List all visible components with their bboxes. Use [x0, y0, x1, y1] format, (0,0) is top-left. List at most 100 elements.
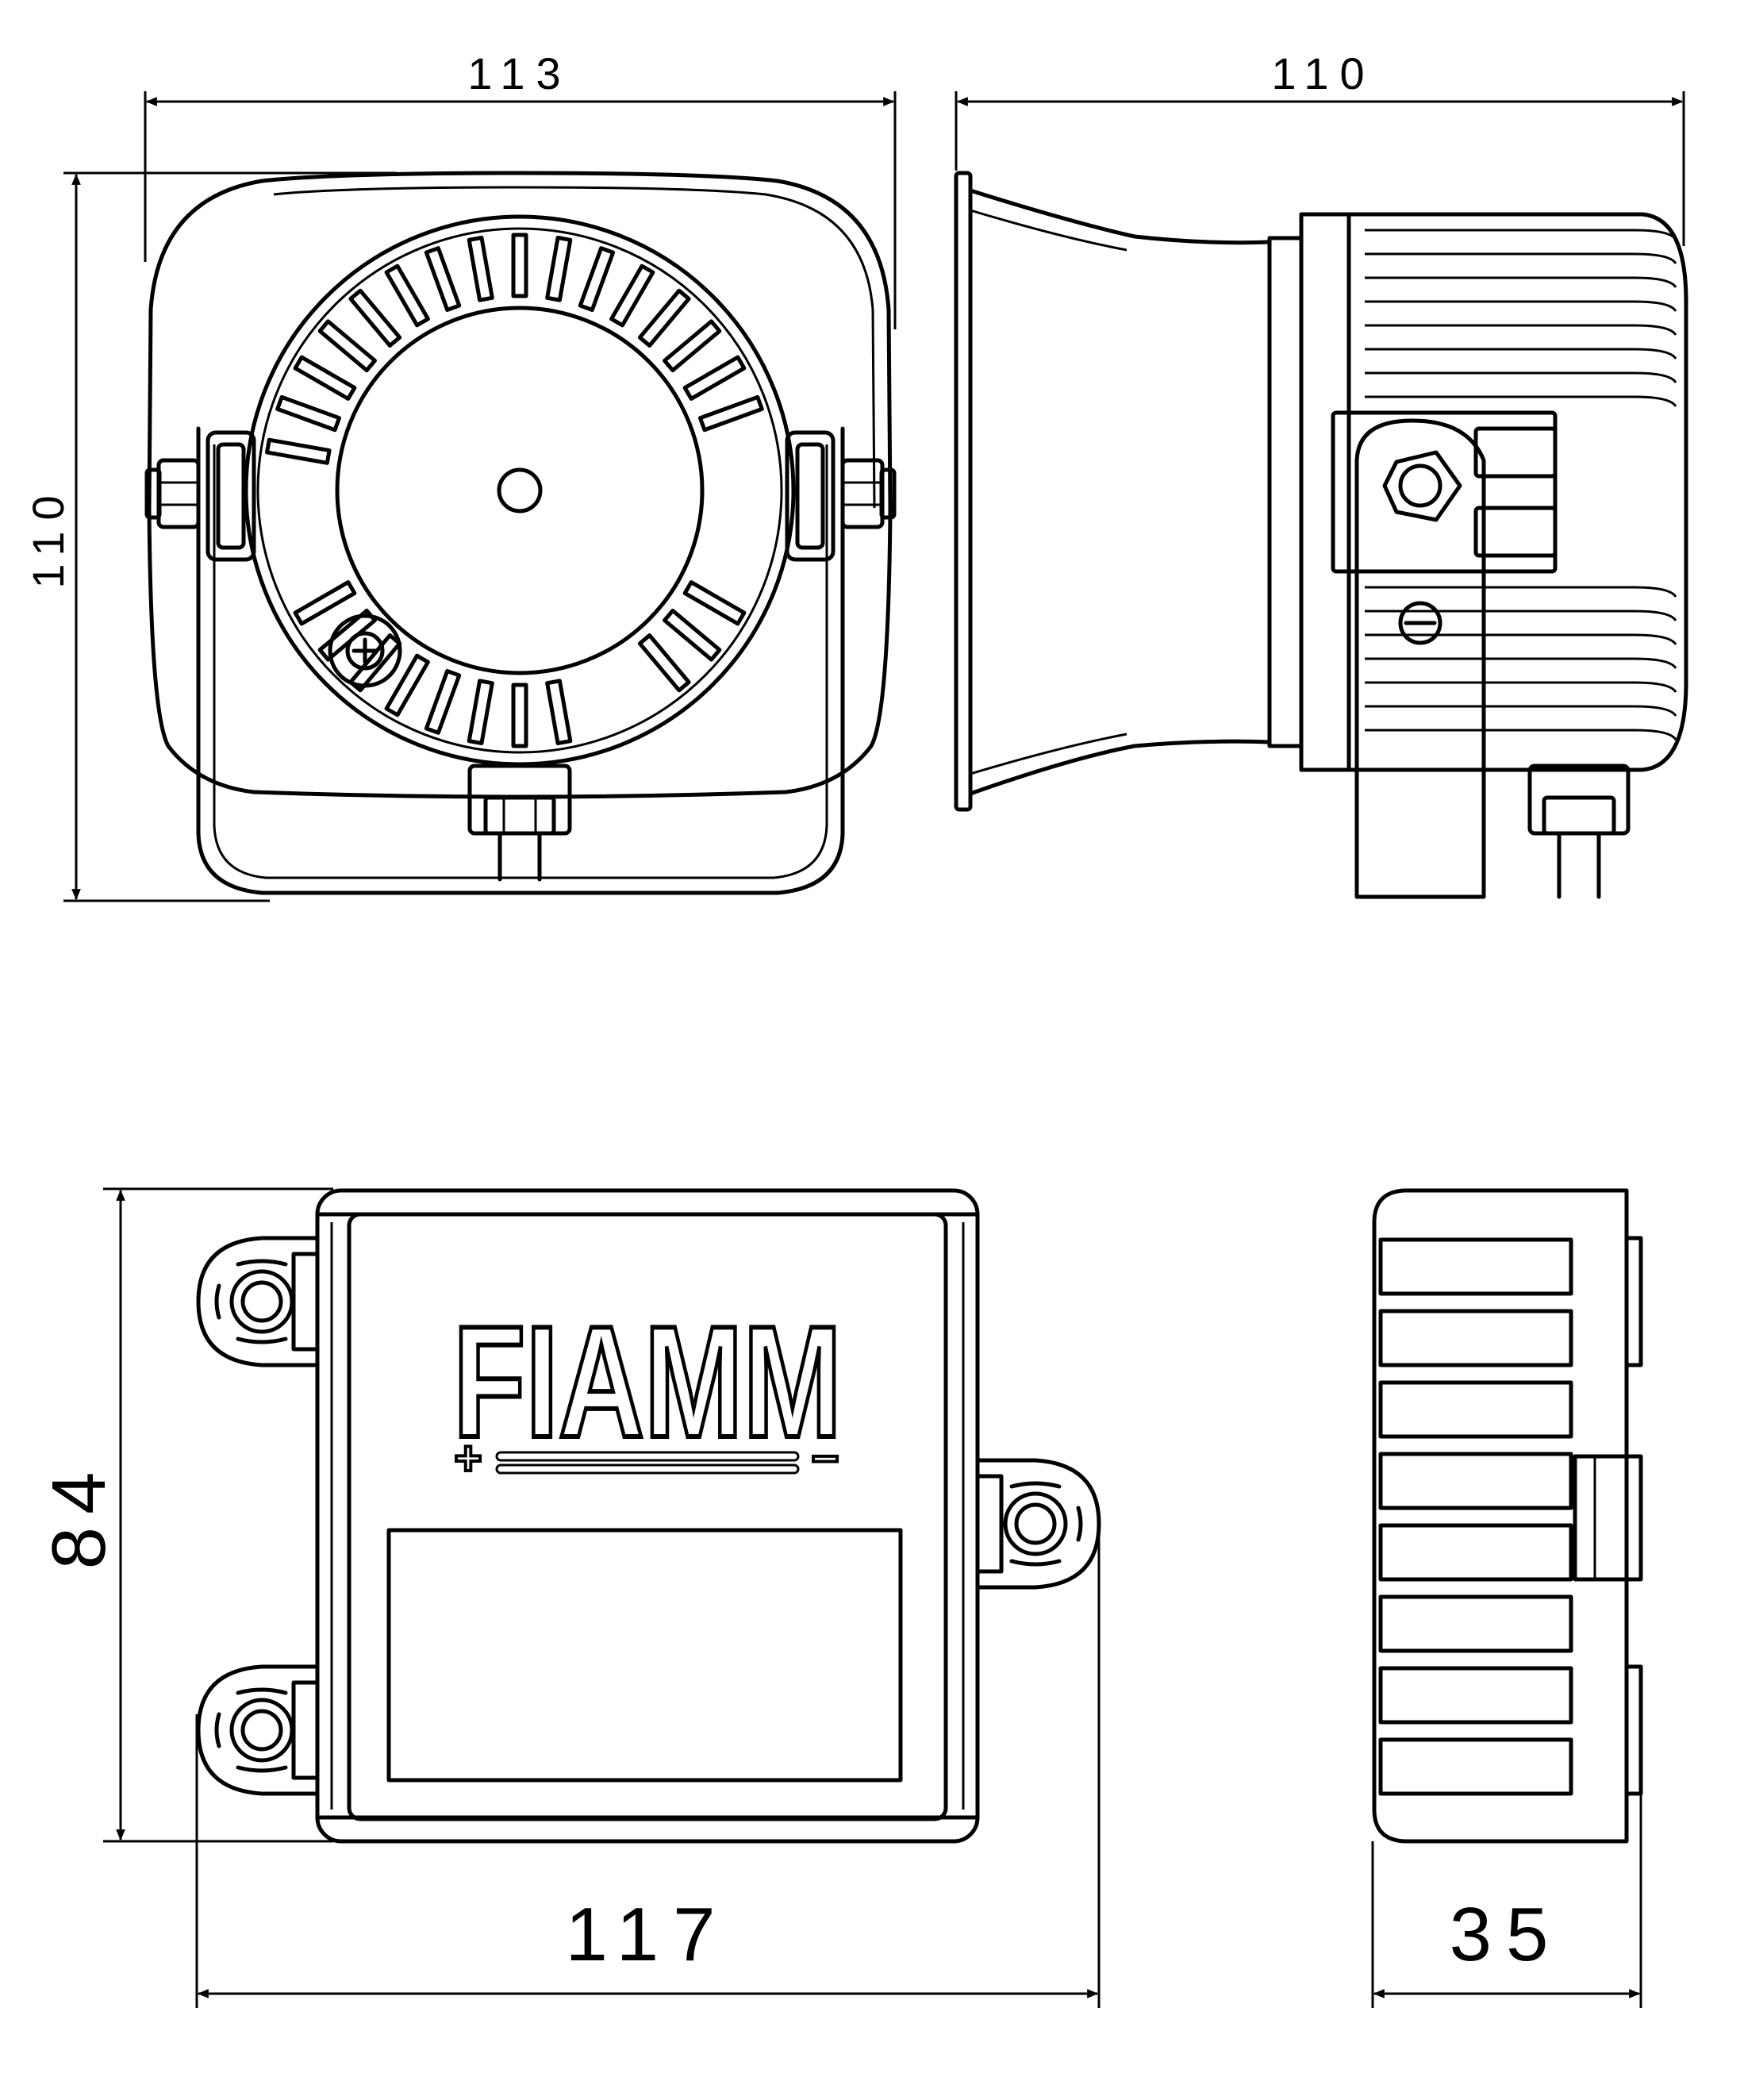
side-screw: [1398, 601, 1442, 645]
side-fin: [1365, 276, 1677, 288]
dimension-height-84: 84: [36, 1187, 333, 1843]
terminal-nut-bottom: [467, 763, 572, 882]
vent-slot: [1378, 1594, 1573, 1653]
vent-slot: [1378, 1452, 1573, 1510]
side-fin: [1365, 300, 1677, 312]
fin: [293, 355, 357, 401]
side-fin: [1365, 610, 1677, 621]
driver-inner-circle: [335, 306, 705, 675]
mounting-ear-top-left: [196, 1236, 320, 1367]
nut-left: [144, 458, 201, 529]
side-fin: [1365, 324, 1677, 336]
unit-front-view: 84 117: [36, 1187, 1101, 2008]
fin: [275, 394, 342, 433]
fin: [317, 319, 377, 373]
fin: [265, 437, 332, 465]
fin: [682, 355, 747, 401]
dimension-label-35: 35: [1450, 1892, 1563, 1977]
housing-outline: [147, 171, 893, 799]
fin: [317, 608, 377, 662]
screw-head: [328, 613, 402, 688]
side-fin: [1365, 371, 1677, 383]
polarity-bar: + −: [452, 1430, 840, 1487]
dimension-depth-35: 35: [1371, 1794, 1642, 2008]
fin: [637, 288, 691, 348]
side-terminal-nut: [1527, 763, 1631, 899]
fin: [637, 633, 691, 693]
fin: [682, 580, 747, 626]
mounting-ear-right: [975, 1458, 1101, 1590]
unit-body: [315, 1188, 980, 1844]
body-casing: [1346, 212, 1688, 772]
vent-slot: [1378, 1666, 1573, 1725]
fin: [697, 394, 764, 433]
fin: [578, 246, 616, 313]
horn-collar: [1267, 236, 1304, 748]
fin: [384, 263, 430, 328]
horn-flare: [968, 188, 1272, 796]
side-fin: [1365, 586, 1677, 598]
side-fin: [1365, 395, 1677, 407]
horn-flange: [954, 171, 973, 812]
fin: [293, 580, 357, 626]
bracket-ear-left: [206, 430, 256, 562]
unit-side-view: 35: [1371, 1188, 1643, 2008]
side-fin: [1365, 729, 1677, 740]
fin: [424, 246, 462, 313]
dimension-width-113: 113: [144, 48, 897, 329]
nut-right: [840, 458, 897, 529]
fin: [545, 236, 573, 302]
side-fin: [1365, 348, 1677, 360]
side-nut: [1382, 450, 1462, 522]
side-fin: [1365, 657, 1677, 669]
vent-slot: [1378, 1309, 1573, 1367]
dimension-label-84: 84: [36, 1460, 121, 1570]
fin: [663, 608, 722, 662]
terminal-block: [1331, 410, 1558, 574]
cooling-fins: [265, 233, 764, 748]
unit-side-body: [1372, 1188, 1629, 1844]
vent-slot: [1378, 1523, 1573, 1582]
brand-logo: FIAMM: [453, 1294, 842, 1471]
dimension-width-117: 117: [195, 1524, 1101, 2008]
polarity-plus: +: [454, 1432, 482, 1485]
ventilation-slots: [1378, 1237, 1573, 1796]
side-bracket-arm: [1354, 418, 1486, 899]
dimension-label-113: 113: [467, 48, 571, 98]
vent-slot: [1378, 1237, 1573, 1296]
fin: [511, 233, 528, 298]
side-fin: [1365, 229, 1677, 240]
vent-slot: [1378, 1380, 1573, 1439]
siren-side-view: 110: [954, 48, 1688, 899]
fin: [545, 679, 573, 745]
side-tab-bottom: [1624, 1664, 1643, 1796]
side-fin: [1365, 252, 1677, 264]
fin: [663, 319, 722, 373]
fin: [424, 668, 462, 735]
driver-outer-circle: [244, 214, 796, 767]
fin: [467, 679, 494, 745]
siren-front-view: 113 110: [23, 48, 897, 902]
body-collar: [1299, 212, 1351, 772]
fin: [467, 236, 494, 302]
fin: [348, 288, 402, 348]
dimension-label-110-vertical: 110: [23, 484, 73, 588]
side-fin: [1365, 681, 1677, 693]
side-tab-middle: [1573, 1454, 1643, 1582]
mounting-bracket: [196, 426, 845, 895]
side-cooling-fins: [1365, 229, 1677, 740]
side-tab-top: [1624, 1236, 1643, 1367]
dimension-label-110-horizontal: 110: [1271, 48, 1375, 98]
fin: [384, 653, 430, 717]
label-area: [386, 1528, 903, 1783]
mounting-ear-bottom-left: [196, 1664, 320, 1796]
dimension-height-110: 110: [23, 171, 397, 902]
fin: [609, 263, 655, 328]
dimension-depth-110: 110: [955, 48, 1685, 246]
side-fin: [1365, 705, 1677, 717]
polarity-minus: −: [811, 1432, 839, 1485]
vent-slot: [1378, 1737, 1573, 1796]
side-fin: [1365, 633, 1677, 645]
center-hole: [497, 467, 543, 513]
